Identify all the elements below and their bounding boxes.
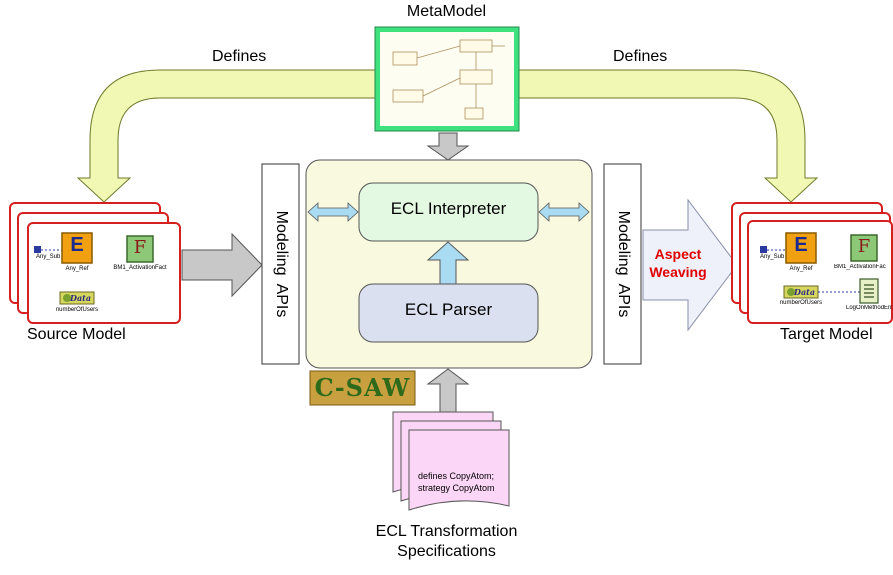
parser-to-interpreter-arrow [426,241,470,285]
target-model-label: Target Model [780,326,873,343]
right-double-arrow [538,202,590,222]
modeling-apis-left-label: Modeling APIs [272,210,290,318]
spec-code: defines CopyAtom; strategy CopyAtom [418,470,495,494]
target-any-ref: Any_Ref [789,266,813,272]
modeling-apis-right-label: Modeling APIs [614,210,632,318]
left-double-arrow [307,202,359,222]
target-data-icon: Data [794,287,815,297]
csaw-logo-bg [309,370,416,406]
source-data-icon: Data [70,293,91,303]
modeling-apis-left-bar [261,163,300,365]
spec-caption: ECL Transformation Specifications [0,522,893,562]
modeling-apis-right-bar [603,163,642,365]
defines-label-left: Defines [212,48,267,65]
source-model-stack [9,202,181,324]
parser-label: ECL Parser [404,300,493,319]
csaw-logo: C-SAW [314,373,411,402]
target-f-icon: F [857,236,871,257]
target-any-sub: Any_Sub [760,254,785,260]
target-log-on-method: LogOnMethodEntr [846,305,892,311]
modeling-apis-left: Modeling APIs [262,164,299,364]
source-to-apis-arrow [181,232,263,298]
source-number-of-users: numberOfUsers [55,307,99,313]
spec-caption-line1: ECL Transformation [375,523,518,540]
source-any-sub: Any_Sub [36,254,61,260]
source-model-label: Source Model [27,326,126,343]
source-model-contents [34,232,154,305]
defines-arrow-left [76,69,376,203]
aspect-weaving-arrow [642,198,738,332]
target-activation: BM1_ActivationFac [834,264,886,270]
spec-caption-line2: Specifications [397,543,496,560]
aspect-weaving-label: Aspect Weaving [643,245,713,281]
interpreter-box [358,182,539,242]
aspect-weaving-line2: Weaving [649,264,707,280]
source-activation: BM1_ActivationFact [113,265,167,271]
interpreter-label: ECL Interpreter [390,199,507,218]
spec-document-stack [392,411,510,511]
target-number-of-users: numberOfUsers [779,300,823,306]
defines-arrow-right [518,69,819,203]
metamodel-title: MetaModel [406,3,487,20]
defines-label-right: Defines [613,48,668,65]
aspect-weaving-line1: Aspect [654,246,702,262]
metamodel-down-arrow [426,132,470,161]
source-any-ref: Any_Ref [65,266,89,272]
spec-to-engine-arrow [426,368,470,413]
metamodel-thumbnail [392,39,505,120]
modeling-apis-right: Modeling APIs [604,164,641,364]
spec-line-2: strategy CopyAtom [418,483,495,493]
spec-line-1: defines CopyAtom; [418,471,495,481]
target-model-contents [760,232,879,304]
source-e-icon: E [70,234,84,256]
source-f-icon: F [133,237,147,258]
target-e-icon: E [794,234,808,256]
